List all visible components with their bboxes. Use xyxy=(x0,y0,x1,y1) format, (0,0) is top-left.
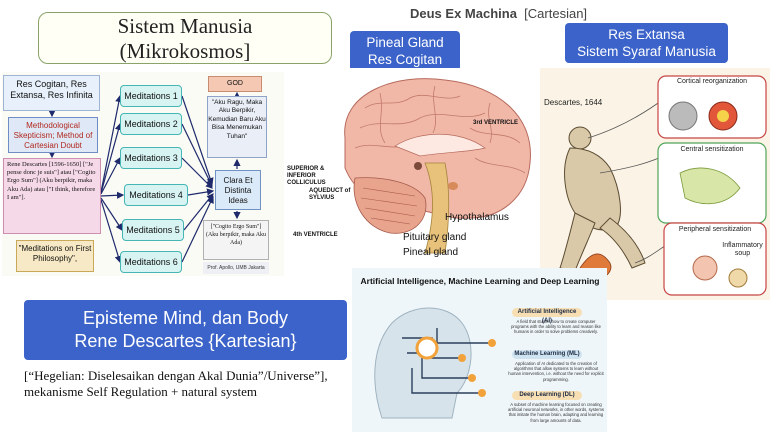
label-central-sensitization: Central sensitization xyxy=(680,146,744,153)
nervous-system-illustration: Descartes, 1644 Cortical reorganization … xyxy=(540,68,770,300)
god-box: GOD xyxy=(208,76,262,92)
episteme-line1: Episteme Mind, dan Body xyxy=(82,308,289,328)
res-extansa-line1: Res Extansa xyxy=(608,27,685,42)
meditation-box-2: Meditations 2 xyxy=(120,113,182,135)
label-cortical-reorganization: Cortical reorganization xyxy=(676,78,748,85)
rene-descartes-box: Rene Descartes [1596-1650] ["Je pense do… xyxy=(3,158,101,234)
header-rest: [Cartesian] xyxy=(524,6,588,21)
label-3rd-ventricle: 3rd VENTRICLE xyxy=(473,120,519,126)
hegelian-caption: [“Hegelian: Diselesaikan dengan Akal Dun… xyxy=(24,368,364,400)
ml-heading: Machine Learning (ML) xyxy=(512,350,582,359)
brain-image xyxy=(344,78,531,254)
label-aqueduct: AQUEDUCT of SYLVIUS xyxy=(309,188,351,201)
methodological-skepticism-box: Methodological Skepticism; Method of Car… xyxy=(8,117,98,153)
label-4th-ventricle: 4th VENTRICLE xyxy=(293,232,338,238)
ai-heading: Artificial Intelligence (AI) xyxy=(512,308,582,324)
clara-et-distinta-box: Clara Et Distinta Ideas xyxy=(215,170,261,210)
episteme-line2: Rene Descartes {Kartesian} xyxy=(74,331,297,351)
aku-ragu-box: "Aku Ragu, Maka Aku Berpikir, Kemudian B… xyxy=(207,96,267,158)
pineal-title-line1: Pineal Gland xyxy=(366,35,444,50)
pineal-title-box: Pineal Gland Res Cogitan xyxy=(350,31,460,71)
hegel-line2: mekanisme Self Regulation + natural syst… xyxy=(24,384,257,399)
dl-heading: Deep Learning (DL) xyxy=(512,391,582,400)
label-pineal-gland: Pineal gland xyxy=(403,247,459,258)
header-deus-ex-machina: Deus Ex Machina [Cartesian] xyxy=(410,6,587,21)
main-title-line2: (Mikrokosmos] xyxy=(119,39,251,63)
ai-description: A field that studies how to create compu… xyxy=(511,319,601,335)
descartes-figure xyxy=(559,75,767,296)
meditation-box-3: Meditations 3 xyxy=(120,147,182,169)
label-hypothalamus: Hypothalamus xyxy=(445,212,509,223)
descartes-flow-diagram: Res Cogitan, Res Extansa, Res Infinita M… xyxy=(2,72,284,276)
header-bold: Deus Ex Machina xyxy=(410,6,517,21)
res-cogitan-box: Res Cogitan, Res Extansa, Res Infinita xyxy=(3,75,100,111)
label-inflammatory-soup: Inflammatory soup xyxy=(722,242,763,257)
res-extansa-title-box: Res Extansa Sistem Syaraf Manusia xyxy=(565,23,728,63)
ml-description: Application of AI dedicated to the creat… xyxy=(508,361,604,382)
meditation-box-4: Meditations 4 xyxy=(124,184,188,206)
ai-panel-title: Artificial Intelligence, Machine Learnin… xyxy=(360,276,600,286)
main-title-line1: Sistem Manusia xyxy=(117,14,253,38)
label-colliculus: SUPERIOR & INFERIOR COLLICULUS xyxy=(287,166,326,186)
label-pituitary: Pituitary gland xyxy=(403,232,467,243)
main-title-box: Sistem Manusia (Mikrokosmos] xyxy=(38,12,332,64)
res-extansa-line2: Sistem Syaraf Manusia xyxy=(577,44,716,59)
meditation-box-6: Meditations 6 xyxy=(120,251,182,273)
meditations-book-box: "Meditations on First Philosophy", xyxy=(16,240,94,272)
label-descartes-1644: Descartes, 1644 xyxy=(544,98,603,107)
flow-arrows xyxy=(48,91,241,264)
meditation-box-1: Meditations 1 xyxy=(120,85,182,107)
brain-illustration: 3rd VENTRICLE SUPERIOR & INFERIOR COLLIC… xyxy=(285,68,540,258)
hegel-line1: [“Hegelian: Diselesaikan dengan Akal Dun… xyxy=(24,368,328,383)
meditation-box-5: Meditations 5 xyxy=(122,219,184,241)
ai-ml-dl-panel: Artificial Intelligence, Machine Learnin… xyxy=(352,268,607,432)
dl-description: A subset of machine learning focused on … xyxy=(508,402,604,423)
cogito-ergo-sum-box: ["Cogito Ergo Sum"] (Aku berpikir, maka … xyxy=(203,220,269,260)
robot-head-illustration xyxy=(374,307,496,419)
label-peripheral-sensitization: Peripheral sensitization xyxy=(678,226,752,233)
prof-credit: Prof. Apollo, UMB Jakarta xyxy=(203,262,269,274)
episteme-box: Episteme Mind, dan Body Rene Descartes {… xyxy=(24,300,347,360)
pineal-title-line2: Res Cogitan xyxy=(367,52,443,67)
